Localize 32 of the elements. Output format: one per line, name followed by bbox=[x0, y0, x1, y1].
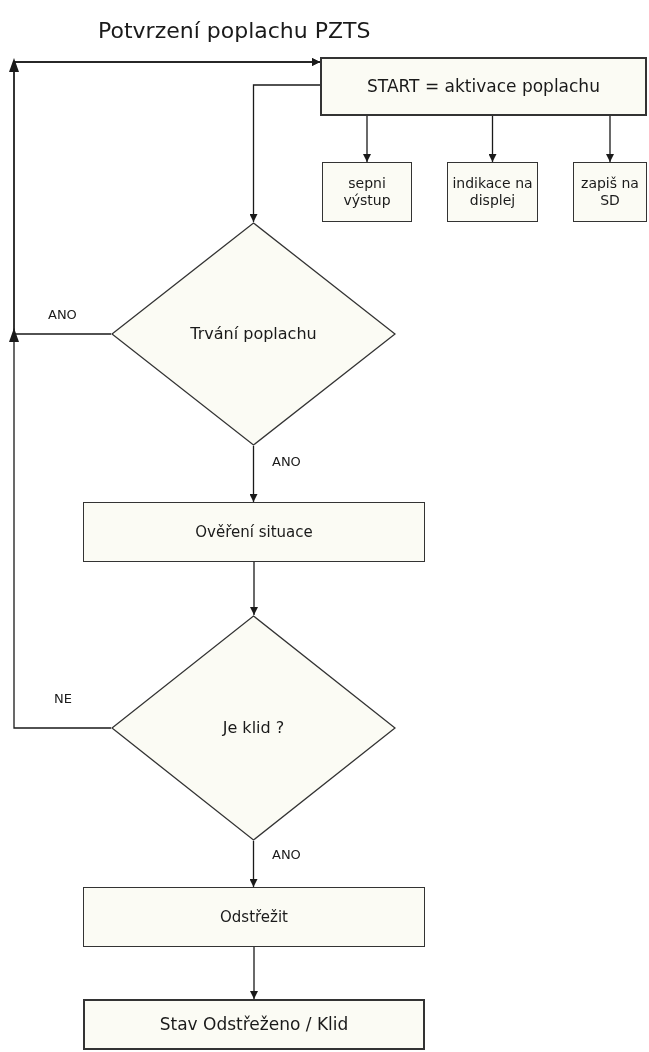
edge-label: ANO bbox=[270, 848, 303, 861]
node-label: Ověření situace bbox=[194, 523, 314, 541]
diagram-title: Potvrzení poplachu PZTS bbox=[98, 17, 371, 45]
edge-label: ANO bbox=[270, 455, 303, 468]
arrow bbox=[488, 115, 497, 163]
node-label: indikace na displej bbox=[451, 175, 534, 209]
node-label: sepni výstup bbox=[342, 175, 392, 209]
arrow bbox=[250, 946, 258, 1000]
arrow bbox=[249, 840, 258, 888]
process-box bbox=[447, 162, 538, 222]
process-box bbox=[320, 57, 647, 116]
node-label: Stav Odstřeženo / Klid bbox=[158, 1014, 350, 1035]
node-label: Trvání poplachu bbox=[189, 324, 318, 344]
arrow bbox=[606, 115, 614, 163]
decision-diamond bbox=[111, 222, 396, 446]
arrow bbox=[250, 561, 258, 616]
arrow bbox=[249, 84, 321, 223]
process-box bbox=[83, 887, 425, 947]
node-label: START = aktivace poplachu bbox=[366, 76, 601, 97]
node-label: zapiš na SD bbox=[580, 175, 640, 209]
node-label: Je klid ? bbox=[221, 718, 286, 738]
arrow bbox=[9, 58, 321, 729]
process-box bbox=[83, 999, 425, 1050]
process-box bbox=[322, 162, 412, 222]
decision-diamond bbox=[111, 615, 396, 841]
edge-label: NE bbox=[52, 692, 74, 705]
arrow bbox=[363, 115, 371, 163]
node-label: Odstřežit bbox=[219, 908, 289, 926]
edge-label: ANO bbox=[46, 308, 79, 321]
process-box bbox=[83, 502, 425, 562]
process-box bbox=[573, 162, 647, 222]
arrow bbox=[249, 445, 258, 503]
